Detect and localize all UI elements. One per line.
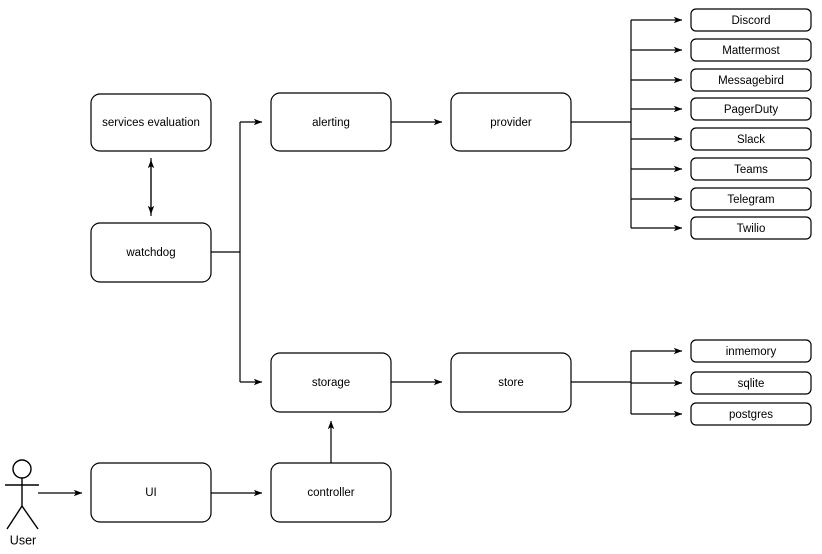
leaf-twilio[interactable]: Twilio [690, 216, 812, 240]
actor-leg-right-icon [21, 505, 39, 530]
provider-targets-layer: Discord Mattermost Messagebird PagerDuty… [690, 8, 812, 240]
node-provider[interactable]: provider [450, 92, 572, 152]
leaf-slack-label: Slack [737, 134, 765, 146]
leaf-teams[interactable]: Teams [690, 157, 812, 181]
leaf-mattermost-label: Mattermost [722, 45, 780, 57]
node-alerting-shape[interactable] [270, 92, 392, 152]
leaf-twilio-label: Twilio [737, 223, 766, 235]
leaf-discord-shape[interactable] [690, 8, 812, 32]
node-alerting-label: alerting [312, 117, 350, 129]
leaf-messagebird-label: Messagebird [718, 75, 784, 87]
leaf-discord-label: Discord [732, 15, 771, 27]
edge-store-branches [631, 347, 683, 418]
edge-provider-branches [631, 16, 683, 232]
node-alerting[interactable]: alerting [270, 92, 392, 152]
leaf-inmemory-label: inmemory [726, 346, 777, 358]
node-ui-label: UI [145, 487, 157, 499]
node-ui-shape[interactable] [90, 462, 212, 523]
leaf-sqlite-shape[interactable] [690, 371, 812, 395]
node-watchdog-label: watchdog [125, 247, 175, 259]
node-store[interactable]: store [450, 352, 572, 413]
leaf-telegram[interactable]: Telegram [690, 187, 812, 211]
node-controller-shape[interactable] [270, 462, 392, 523]
leaf-telegram-label: Telegram [727, 194, 774, 206]
node-store-label: store [498, 377, 524, 389]
leaf-pagerduty-shape[interactable] [690, 97, 812, 121]
node-services-evaluation[interactable]: services evaluation [90, 93, 212, 152]
leaf-pagerduty[interactable]: PagerDuty [690, 97, 812, 121]
node-storage-label: storage [312, 377, 350, 389]
leaf-teams-label: Teams [734, 164, 768, 176]
edge-watchdog-trunk [211, 122, 241, 253]
leaf-sqlite[interactable]: sqlite [690, 371, 812, 395]
leaf-mattermost-shape[interactable] [690, 38, 812, 62]
user-actor[interactable]: User [5, 459, 39, 547]
leaf-discord[interactable]: Discord [690, 8, 812, 32]
leaf-messagebird[interactable]: Messagebird [690, 68, 812, 92]
leaf-postgres[interactable]: postgres [690, 402, 812, 426]
leaf-teams-shape[interactable] [690, 157, 812, 181]
node-provider-label: provider [490, 117, 532, 129]
node-storage-shape[interactable] [270, 352, 392, 413]
node-ui[interactable]: UI [90, 462, 212, 523]
leaf-inmemory-shape[interactable] [690, 339, 812, 363]
actor-leg-left-icon [6, 505, 23, 530]
leaf-postgres-label: postgres [729, 409, 773, 421]
edge-layer [38, 16, 683, 497]
leaf-pagerduty-label: PagerDuty [724, 104, 779, 116]
node-services-evaluation-shape[interactable] [90, 93, 212, 152]
node-controller-label: controller [307, 487, 354, 499]
node-storage[interactable]: storage [270, 352, 392, 413]
leaf-slack[interactable]: Slack [690, 127, 812, 151]
node-controller[interactable]: controller [270, 462, 392, 523]
user-actor-label: User [10, 533, 36, 547]
node-watchdog[interactable]: watchdog [90, 222, 212, 283]
node-provider-shape[interactable] [450, 92, 572, 152]
actor-head-icon [12, 459, 32, 479]
node-store-shape[interactable] [450, 352, 572, 413]
leaf-slack-shape[interactable] [690, 127, 812, 151]
node-services-evaluation-label: services evaluation [102, 117, 200, 129]
node-layer: services evaluation watchdog alerting pr… [90, 92, 572, 523]
leaf-twilio-shape[interactable] [690, 216, 812, 240]
leaf-mattermost[interactable]: Mattermost [690, 38, 812, 62]
leaf-telegram-shape[interactable] [690, 187, 812, 211]
store-targets-layer: inmemory sqlite postgres [690, 339, 812, 426]
leaf-inmemory[interactable]: inmemory [690, 339, 812, 363]
leaf-postgres-shape[interactable] [690, 402, 812, 426]
node-watchdog-shape[interactable] [90, 222, 212, 283]
leaf-sqlite-label: sqlite [738, 378, 765, 390]
leaf-messagebird-shape[interactable] [690, 68, 812, 92]
